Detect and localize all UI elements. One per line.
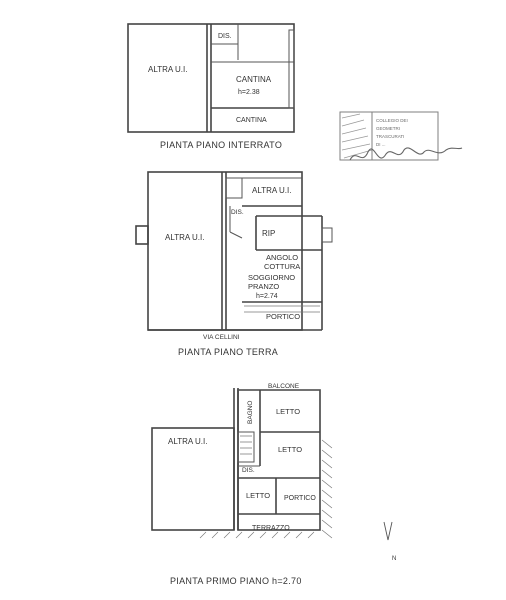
ground-soggiorno-label: SOGGIORNO: [248, 273, 295, 282]
ground-dis-label: DIS.: [231, 209, 244, 216]
first-dis-label: DIS.: [242, 467, 255, 474]
ground-cottura-label: COTTURA: [264, 262, 300, 271]
ground-portico-label: PORTICO: [266, 312, 300, 321]
stamp-line-4: DI ...: [376, 142, 386, 147]
basement-height-label: h=2.38: [238, 89, 260, 96]
ground-angolo-label: ANGOLO: [266, 253, 298, 262]
ground-altra-top-label: ALTRA U.I.: [252, 186, 291, 195]
ground-rip-label: RIP: [262, 229, 275, 238]
basement-altra-label: ALTRA U.I.: [148, 65, 187, 74]
north-label: N: [392, 556, 396, 562]
street-label: VIA CELLINI: [203, 334, 240, 341]
first-terrazzo-label: TERRAZZO: [252, 525, 290, 532]
first-letto1-label: LETTO: [276, 407, 300, 416]
basement-cantina-label: CANTINA: [236, 75, 272, 84]
basement-dis-label: DIS.: [218, 33, 232, 40]
first-letto2-label: LETTO: [278, 445, 302, 454]
basement-cantina2-label: CANTINA: [236, 117, 267, 124]
ground-height-label: h=2.74: [256, 293, 278, 300]
stamp-line-2: GEOMETRI: [376, 126, 400, 131]
signature-scribble: [349, 147, 463, 161]
first-bagno-label: BAGNO: [247, 401, 254, 424]
basement-plan: ALTRA U.I. DIS. CANTINA h=2.38 CANTINA: [127, 23, 295, 133]
stamp-seal: COLLEGIO DEI GEOMETRI TRASCURATI DI ...: [339, 111, 463, 161]
first-letto3-label: LETTO: [246, 491, 270, 500]
stamp-line-1: COLLEGIO DEI: [376, 118, 408, 123]
ground-caption: PIANTA PIANO TERRA: [178, 347, 279, 357]
north-marker: N: [383, 521, 396, 562]
basement-caption: PIANTA PIANO INTERRATO: [160, 140, 283, 150]
ground-altra-main-label: ALTRA U.I.: [165, 233, 204, 242]
first-caption: PIANTA PRIMO PIANO h=2.70: [170, 576, 302, 586]
ground-plan: ALTRA U.I. ALTRA U.I. DIS. RIP ANGOLO CO…: [135, 171, 333, 331]
ground-pranzo-label: PRANZO: [248, 282, 279, 291]
stamp-line-3: TRASCURATI: [376, 134, 404, 139]
first-balcone-label: BALCONE: [268, 383, 300, 390]
first-altra-label: ALTRA U.I.: [168, 437, 207, 446]
first-portico-label: PORTICO: [284, 495, 316, 502]
first-plan: BALCONE BAGNO LETTO ALTRA U.I. LETTO DIS…: [151, 383, 333, 539]
